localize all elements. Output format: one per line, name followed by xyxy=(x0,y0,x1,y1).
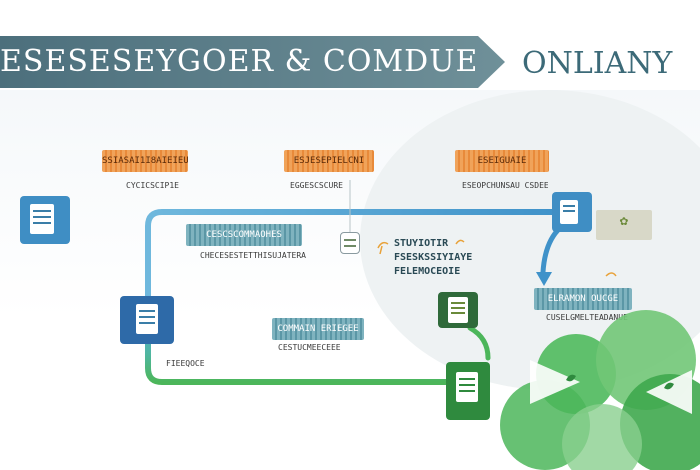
document-icon-left xyxy=(20,196,70,244)
right-banner-caption: CUSELGMELTEADANUE xyxy=(546,313,628,322)
leaf-icon-left xyxy=(566,374,576,382)
stage-1-caption: CYCICSCIP1E xyxy=(126,181,179,190)
flow-top-line xyxy=(145,209,563,323)
flow-center-curve xyxy=(467,325,491,361)
lower-banner-caption: CESTUCMEECEEE xyxy=(278,343,341,352)
center-note-line-2: FSESKSSIYIAYE xyxy=(394,252,472,263)
document-sheet-icon-blue xyxy=(136,304,158,334)
stage-2-tag: ESJESEPIELCNI xyxy=(284,150,374,172)
grid-icon xyxy=(340,232,360,254)
header-banner: ESESESEYGOER & COMDUE xyxy=(0,36,505,88)
center-note-line-3: FELEMOCEOIE xyxy=(394,266,461,277)
sprout-icon-3 xyxy=(605,272,617,277)
document-icon-right xyxy=(552,192,592,232)
document-sheet-icon-green xyxy=(448,297,468,323)
stage-1-tag: SSIASAI1I8AIEIEU xyxy=(102,150,188,172)
arrow-icon-left xyxy=(530,360,580,404)
flower-icon: ✿ xyxy=(619,213,629,229)
document-sheet-icon-right xyxy=(560,200,578,224)
middle-banner-caption: CHECESESTETTHISUJATERA xyxy=(200,251,306,260)
sprout-icon xyxy=(377,241,389,255)
flow-left-line xyxy=(145,317,451,385)
lower-banner-tag: COMMAIN ERIEGEE xyxy=(272,318,364,340)
arrow-icon-right xyxy=(646,370,692,414)
document-icon-blue xyxy=(120,296,174,344)
center-note-line-1: STUYIOTIR xyxy=(394,238,449,249)
header-right-text: ONLIANY xyxy=(522,46,673,81)
bubble-arrows xyxy=(530,360,692,414)
middle-banner-tag: CESCSCOMMAOHES xyxy=(186,224,302,246)
green-bubble-cluster xyxy=(446,310,700,470)
right-banner-tag: ELRAMON OUCGE xyxy=(534,288,632,310)
right-flower-tag: ✿ xyxy=(596,210,652,240)
header-banner-shape xyxy=(0,36,505,88)
bubble-5 xyxy=(562,404,642,470)
stage-3-caption: ESEOPCHUNSAU CSDEE xyxy=(462,181,548,190)
document-sheet-icon-dark-green xyxy=(456,372,478,402)
document-icon-green xyxy=(438,292,478,328)
stage-2-caption: EGGESCSCURE xyxy=(290,181,343,190)
left-bottom-caption: FIEEQOCE xyxy=(166,359,205,368)
header-title: ESESESEYGOER & COMDUE xyxy=(0,44,479,79)
flow-right-curve xyxy=(540,225,563,275)
stage-3-tag: ESEIGUAIE xyxy=(455,150,549,172)
leaf-icon-right xyxy=(664,382,674,390)
document-icon-dark-green xyxy=(446,362,490,420)
flow-arrowhead xyxy=(536,272,552,286)
document-sheet-icon xyxy=(30,204,54,234)
sprout-icon-2 xyxy=(455,239,465,245)
